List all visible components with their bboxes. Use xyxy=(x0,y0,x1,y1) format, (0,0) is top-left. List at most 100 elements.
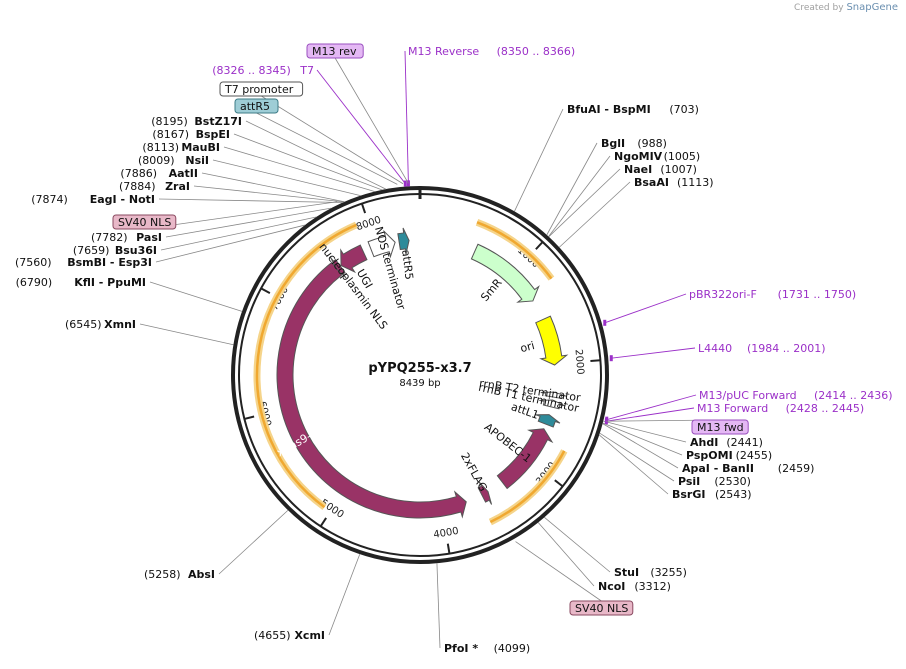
tick-mark xyxy=(260,287,271,294)
box-leader-line xyxy=(334,57,409,184)
site-leader-line xyxy=(149,281,243,312)
site-leader-line xyxy=(603,420,687,443)
primer-leader-line xyxy=(604,293,687,324)
site-leader-line xyxy=(328,554,361,636)
site-position: (1113) xyxy=(677,176,714,189)
site-name: BsmBI - Esp3I xyxy=(67,256,152,269)
site-name: BfuAI - BspMI xyxy=(567,103,651,116)
plasmid-name: pYPQ255-x3.7 xyxy=(368,361,471,376)
feature-arrow xyxy=(329,256,347,279)
feature-label: attR5 xyxy=(399,249,415,280)
site-name: KflI - PpuMI xyxy=(74,276,146,289)
site-leader-line xyxy=(139,323,234,346)
site-label-zrai: ZraI (7884) xyxy=(119,180,190,193)
label-box xyxy=(306,43,364,59)
primer-label-t7: T7(8326 .. 8345) xyxy=(212,64,314,77)
tick-mark xyxy=(446,543,451,554)
snapgene-logo: SnapGene xyxy=(846,2,898,13)
site-position: (2459) xyxy=(778,462,815,475)
orf-arc xyxy=(476,221,553,280)
box-leader-line xyxy=(261,95,404,185)
primer-name: L4440 xyxy=(698,342,732,355)
site-leader-line xyxy=(544,517,611,573)
site-position: (1005) xyxy=(664,150,701,163)
site-position: (8009) xyxy=(138,154,175,167)
site-position: (6790) xyxy=(16,276,53,289)
feature-arrow xyxy=(535,414,561,428)
site-label-aatii: AatII(7886) xyxy=(120,167,198,180)
feature-arrow xyxy=(477,481,493,505)
site-leader-line xyxy=(598,434,669,495)
site-label-bfuai: BfuAI - BspMI(703) xyxy=(567,103,699,116)
primer-leader-line xyxy=(316,69,406,184)
site-position: (4099) xyxy=(494,642,531,655)
label-box-text: M13 rev xyxy=(312,45,357,58)
boxed-label-m13revbox: M13 rev xyxy=(306,43,364,59)
tick-mark xyxy=(319,517,327,527)
site-position: (2543) xyxy=(715,488,752,501)
site-leader-line xyxy=(218,509,289,575)
boxed-label-attr5box: attR5 xyxy=(234,98,279,114)
label-lines xyxy=(139,50,721,649)
site-leader-line xyxy=(158,198,343,203)
site-name: XcmI xyxy=(294,629,325,642)
primer-leader-line xyxy=(404,50,409,184)
site-name: AbsI xyxy=(188,568,215,581)
site-name: AhdI xyxy=(690,436,718,449)
site-position: (3312) xyxy=(634,580,671,593)
boxed-label-sv40nls1: SV40 NLS xyxy=(112,214,177,230)
primer-name: M13/pUC Forward xyxy=(699,389,797,402)
box-leader-line xyxy=(515,541,602,602)
site-leader-line xyxy=(602,423,679,469)
site-label-naei: NaeI(1007) xyxy=(624,163,697,176)
label-box-text: M13 fwd xyxy=(697,421,744,434)
primer-mark xyxy=(603,319,607,326)
site-leader-line xyxy=(201,172,345,203)
site-label-bgli: BglI(988) xyxy=(601,137,667,150)
site-name: BstZ17I xyxy=(194,115,242,128)
orf-arc xyxy=(255,223,357,509)
site-name: ZraI xyxy=(165,180,190,193)
primer-label-m13fwd: M13 Forward(2428 .. 2445) xyxy=(697,402,864,415)
label-box xyxy=(691,419,749,435)
site-name: StuI xyxy=(614,566,639,579)
feature-arrow xyxy=(367,229,396,259)
feature-arrow xyxy=(539,399,565,410)
label-box-text: SV40 NLS xyxy=(118,216,171,229)
label-box xyxy=(112,214,177,230)
site-name: XmnI xyxy=(104,318,136,331)
site-position: (7874) xyxy=(31,193,68,206)
primer-position: (8326 .. 8345) xyxy=(212,64,291,77)
site-name: BspEI xyxy=(196,128,230,141)
site-position: (6545) xyxy=(65,318,102,331)
tick-mark xyxy=(360,203,367,214)
label-box xyxy=(569,600,634,616)
site-leader-line xyxy=(602,422,683,456)
site-position: (7782) xyxy=(91,231,128,244)
tick-label: 2000 xyxy=(572,349,585,375)
feature-arrow xyxy=(470,243,540,303)
primer-position: (1731 .. 1750) xyxy=(778,288,857,301)
site-leader-line xyxy=(245,120,387,190)
box-leader-line xyxy=(144,201,338,230)
tick-mark xyxy=(554,479,564,488)
site-name: BglI xyxy=(601,137,625,150)
primer-label-m13puc: M13/pUC Forward(2414 .. 2436) xyxy=(699,389,893,402)
site-label-ncoi: NcoI(3312) xyxy=(598,580,671,593)
feature-label: SmR xyxy=(478,276,505,304)
plasmid-length: 8439 bp xyxy=(399,378,440,389)
site-label-apai: ApaI - BanII(2459) xyxy=(682,462,814,475)
site-leader-line xyxy=(155,224,306,263)
site-name: Bsu36I xyxy=(115,244,157,257)
site-position: (7884) xyxy=(119,180,156,193)
site-name: PasI xyxy=(136,231,162,244)
site-name: AatII xyxy=(169,167,198,180)
site-leader-line xyxy=(514,108,564,212)
site-name: BsrGI xyxy=(672,488,705,501)
primer-name: M13 Reverse xyxy=(408,45,479,58)
site-label-kfli: KflI - PpuMI (6790) xyxy=(16,276,146,289)
primer-position: (8350 .. 8366) xyxy=(497,45,576,58)
snapgene-credit: Created by SnapGene xyxy=(794,2,898,13)
site-position: (5258) xyxy=(144,568,181,581)
